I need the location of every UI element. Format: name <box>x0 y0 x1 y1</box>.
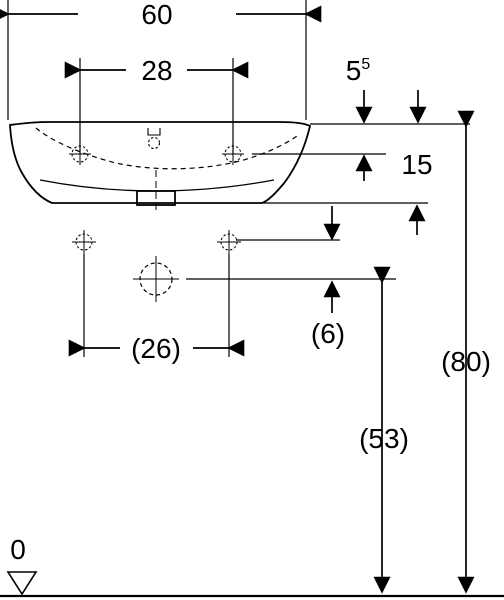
basin-bowl-hidden-line <box>35 127 301 170</box>
rim-offset-label: 55 <box>346 55 371 86</box>
right-wall-hole-marker <box>217 230 241 254</box>
wall-spacing-dimension: (26) <box>68 254 245 364</box>
left-wall-hole-marker <box>72 230 96 254</box>
basin-tap-holes <box>69 143 244 165</box>
rim-depth-dimension: 15 <box>252 149 433 181</box>
tap-spacing-dimension: 28 <box>64 55 249 154</box>
floor-level-reference: 0 <box>0 534 504 598</box>
rim-offset-dimension: 55 <box>310 55 470 125</box>
floor-level-triangle <box>6 571 38 596</box>
drain-drop-label: (6) <box>311 318 345 349</box>
right-tap-hole-marker <box>222 143 244 165</box>
drain-drop-dimension: (6) <box>186 202 428 349</box>
overflow-outline <box>147 128 161 136</box>
total-height-dimension: (80) <box>441 110 491 594</box>
overflow-hidden-circle <box>147 136 161 150</box>
waste-outlet-marker <box>133 256 179 302</box>
rim-depth-label: 15 <box>401 149 432 180</box>
basin-lower-contour <box>39 179 275 192</box>
overall-width-dimension: 60 <box>0 0 322 120</box>
basin-body <box>9 121 312 204</box>
wall-connection-points <box>72 230 241 302</box>
total-height-label: (80) <box>441 346 491 377</box>
wall-spacing-label: (26) <box>131 333 181 364</box>
tap-spacing-label: 28 <box>141 55 172 86</box>
basin-outline <box>9 121 312 210</box>
left-tap-hole-marker <box>69 143 91 165</box>
floor-level-label: 0 <box>10 534 26 565</box>
drain-height-dimension: (53) <box>359 266 409 594</box>
overall-width-label: 60 <box>141 0 172 30</box>
drain-height-label: (53) <box>359 423 409 454</box>
